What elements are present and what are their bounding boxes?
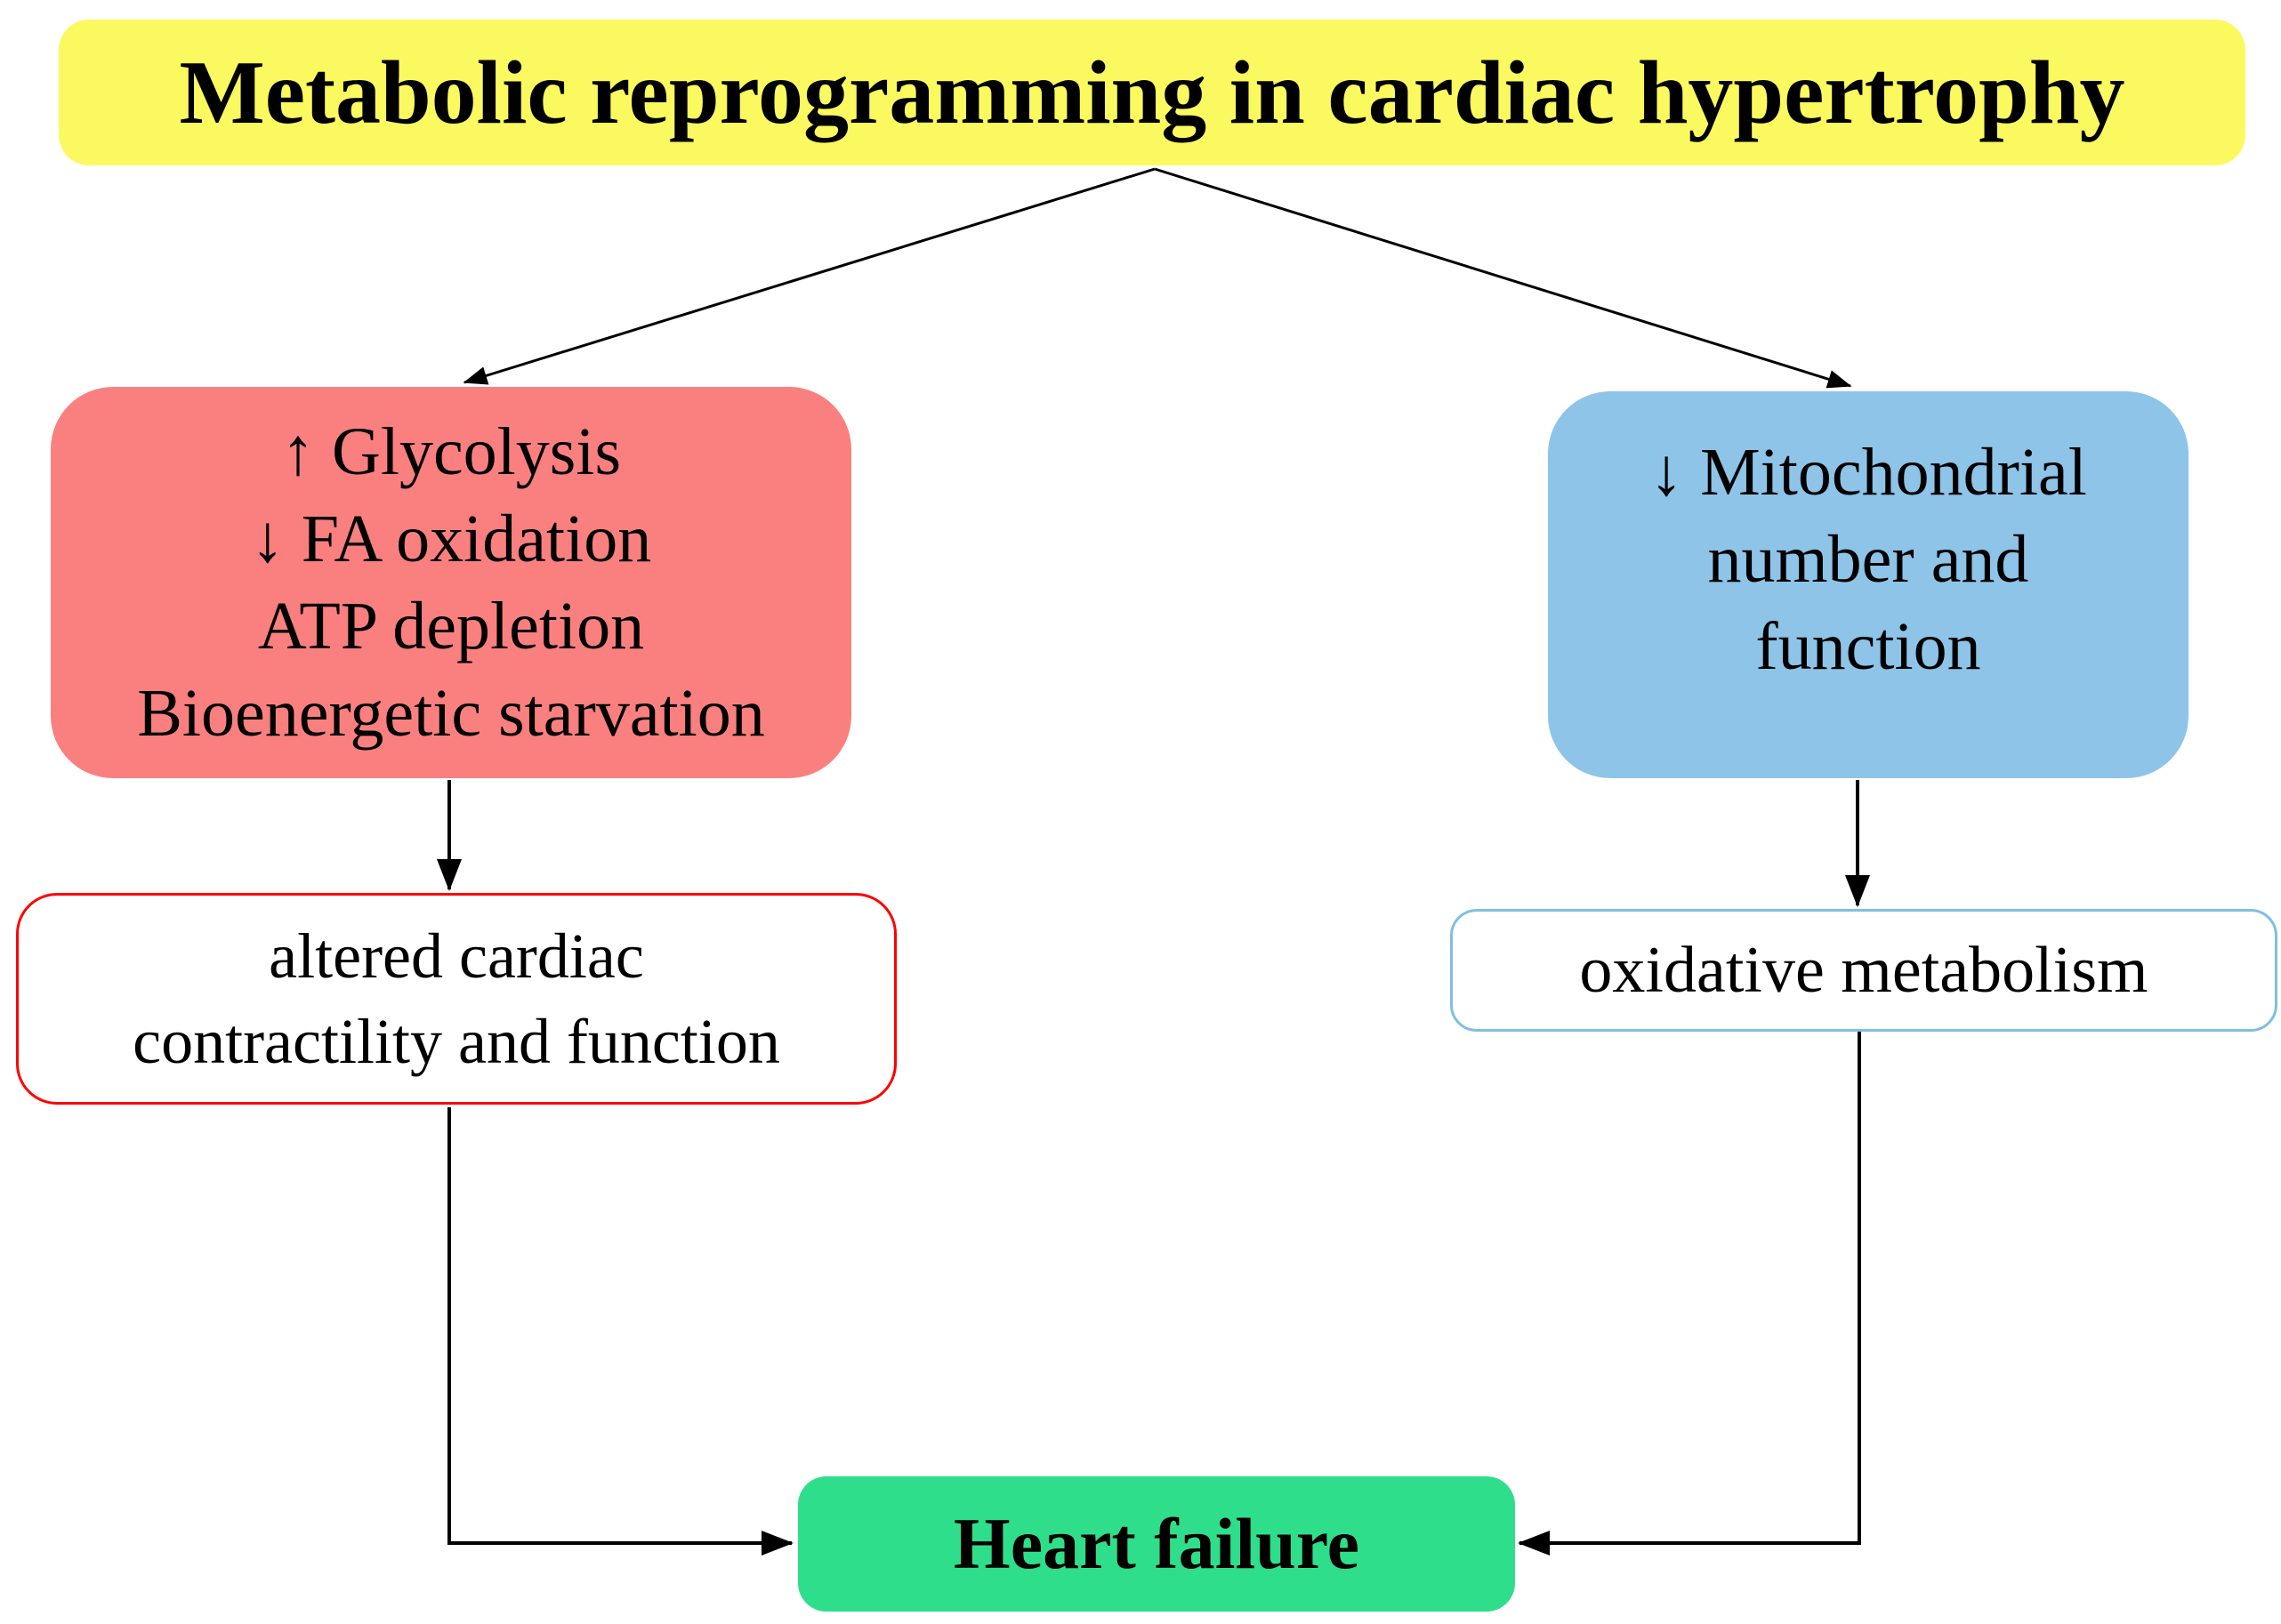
arrow-title-to-mitochondrial bbox=[1154, 167, 1852, 389]
mitochondrial-line-1: ↓ Mitochondrial bbox=[1649, 435, 2087, 510]
node-mitochondrial: ↓ Mitochondrial number and function bbox=[1548, 391, 2188, 778]
title-label: Metabolic reprogramming in cardiac hyper… bbox=[179, 42, 2125, 143]
metabolic-line-glycolysis: ↑ Glycolysis bbox=[280, 414, 622, 489]
mitochondrial-line-2: number and bbox=[1707, 522, 2029, 597]
oxidative-metabolism-label: oxidative metabolism bbox=[1579, 933, 2148, 1007]
altered-cardiac-line-2: contractility and function bbox=[133, 1006, 780, 1077]
connector-altered-to-heart-failure bbox=[447, 1107, 794, 1556]
heart-failure-label: Heart failure bbox=[953, 1503, 1360, 1584]
node-oxidative-metabolism: oxidative metabolism bbox=[1450, 909, 2277, 1032]
node-heart-failure: Heart failure bbox=[798, 1476, 1515, 1612]
arrow-title-to-metabolic bbox=[463, 167, 1156, 385]
metabolic-line-atp-depletion: ATP depletion bbox=[257, 589, 645, 663]
node-metabolic-changes: ↑ Glycolysis ↓ FA oxidation ATP depletio… bbox=[51, 387, 851, 778]
connector-oxidative-to-heart-failure bbox=[1518, 1032, 1861, 1556]
metabolic-line-bioenergetic-starvation: Bioenergetic starvation bbox=[137, 676, 765, 751]
mitochondrial-line-3: function bbox=[1755, 609, 1981, 684]
node-altered-cardiac: altered cardiac contractility and functi… bbox=[16, 893, 897, 1105]
altered-cardiac-line-1: altered cardiac bbox=[269, 921, 644, 992]
metabolic-line-fa-oxidation: ↓ FA oxidation bbox=[250, 502, 652, 576]
node-title: Metabolic reprogramming in cardiac hyper… bbox=[59, 20, 2245, 165]
